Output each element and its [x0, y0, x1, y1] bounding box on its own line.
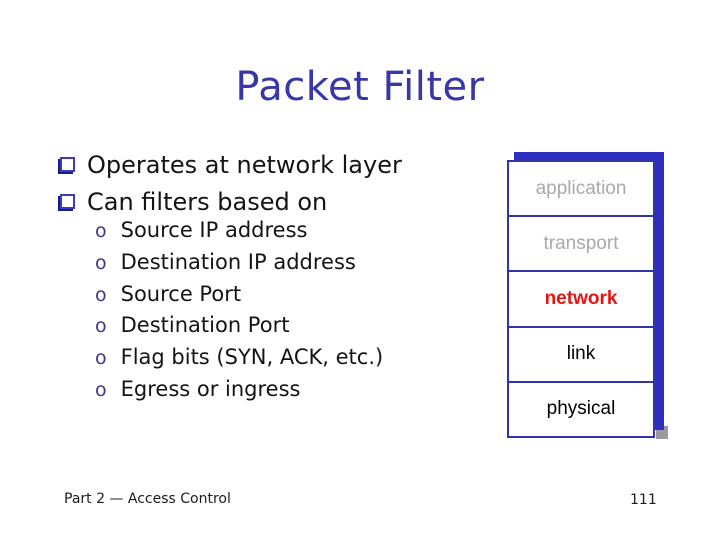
stack-layer-physical: physical: [507, 380, 655, 438]
stack-layer-network: network: [507, 270, 655, 328]
list-item: o Flag bits (SYN, ACK, etc.): [95, 345, 383, 377]
list-item: o Destination IP address: [95, 250, 383, 282]
page-number: 111: [630, 492, 657, 508]
stack-layer-label: application: [535, 177, 627, 199]
list-item: o Source IP address: [95, 218, 383, 250]
list-item: o Destination Port: [95, 313, 383, 345]
stack-layer-boxes: application transport network link physi…: [507, 160, 655, 438]
circle-bullet-icon: o: [95, 378, 107, 401]
footer-text: Part 2 — Access Control: [64, 491, 231, 507]
stack-layer-label: transport: [543, 232, 619, 254]
sub-bullet-text: Flag bits (SYN, ACK, etc.): [120, 345, 384, 370]
circle-bullet-icon: o: [95, 347, 107, 370]
list-item: Operates at network layer: [60, 146, 402, 183]
circle-bullet-icon: o: [95, 220, 107, 242]
sub-bullet-list: o Source IP address o Destination IP add…: [95, 218, 383, 409]
square-bullet-icon: [60, 194, 75, 209]
sub-bullet-text: Source Port: [120, 281, 242, 306]
stack-layer-label: link: [566, 343, 596, 365]
stack-layer-transport: transport: [507, 215, 655, 273]
stack-layer-application: application: [507, 160, 655, 218]
stack-layer-label: physical: [546, 398, 616, 420]
bullet-text: Can filters based on: [87, 187, 328, 216]
sub-bullet-text: Destination IP address: [120, 249, 356, 274]
bullet-list: Operates at network layer Can filters ba…: [60, 146, 402, 220]
circle-bullet-icon: o: [95, 315, 107, 338]
list-item: o Source Port: [95, 282, 383, 314]
page-title: Packet Filter: [235, 64, 485, 110]
list-item: Can filters based on: [60, 183, 402, 220]
sub-bullet-text: Source IP address: [120, 218, 308, 242]
sub-bullet-text: Egress or ingress: [120, 376, 301, 401]
list-item: o Egress or ingress: [95, 377, 383, 409]
square-bullet-icon: [60, 157, 75, 172]
sub-bullet-text: Destination Port: [120, 313, 290, 338]
bullet-text: Operates at network layer: [87, 150, 402, 179]
circle-bullet-icon: o: [95, 283, 107, 306]
stack-layer-link: link: [507, 325, 655, 383]
stack-layer-label: network: [544, 287, 618, 309]
circle-bullet-icon: o: [95, 251, 107, 274]
